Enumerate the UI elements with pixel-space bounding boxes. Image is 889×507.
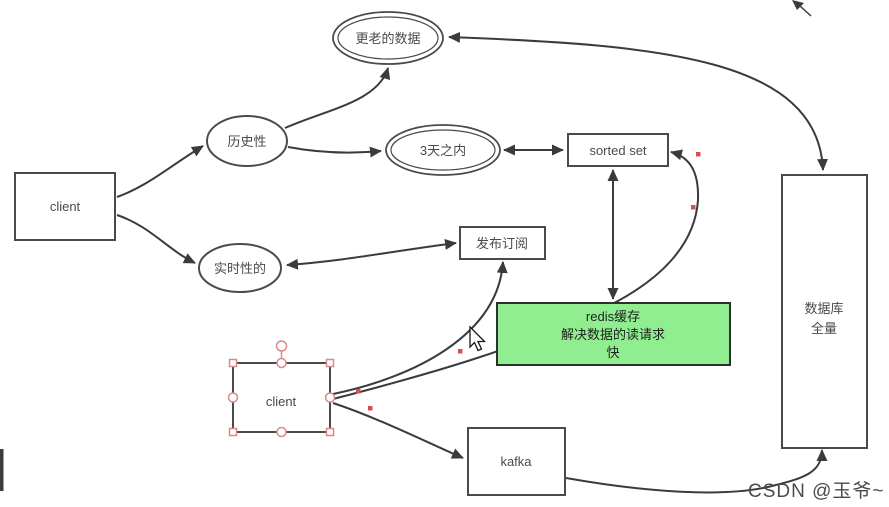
resize-handle-top-left[interactable] — [228, 358, 238, 368]
realtime-label: 实时性的 — [214, 261, 266, 276]
client-top-shape[interactable] — [14, 172, 116, 241]
edge-historical-to-older-data[interactable] — [284, 67, 391, 129]
older-data-shape[interactable] — [332, 11, 444, 65]
database-label-line1: 数据库 — [804, 301, 843, 316]
watermark-text: CSDN @玉爷~ — [748, 480, 885, 502]
resize-handle-bottom-center[interactable] — [276, 426, 287, 438]
pubsub-label: 发布订阅 — [476, 236, 528, 251]
within-3-days-shape[interactable] — [385, 124, 501, 176]
clipped-arrow-fragment — [792, 0, 812, 17]
redis-note-line3: 快 — [606, 345, 619, 360]
edge-realtime-pubsub-bidirectional[interactable] — [286, 238, 457, 270]
waypoint-dot[interactable] — [368, 406, 373, 411]
edge-historical-to-within3days[interactable] — [287, 146, 382, 158]
edge-client2-to-kafka[interactable] — [332, 402, 464, 459]
database-label-line2: 全量 — [811, 321, 837, 336]
resize-handle-top-right[interactable] — [325, 358, 335, 368]
node-older-data[interactable]: 更老的数据 — [332, 11, 444, 65]
resize-handle-bottom-right[interactable] — [325, 427, 335, 437]
within-3-days-inner-ring — [390, 129, 496, 171]
selection-handles — [227, 340, 336, 438]
kafka-label: kafka — [500, 454, 532, 469]
edge-client-to-realtime[interactable] — [116, 214, 196, 264]
edge-client2-to-pubsub[interactable] — [332, 261, 508, 395]
waypoint-dot[interactable] — [696, 152, 701, 157]
kafka-shape[interactable] — [467, 427, 566, 496]
node-client-top[interactable]: client — [14, 172, 116, 241]
historical-label: 历史性 — [227, 134, 266, 149]
sorted-set-shape[interactable] — [567, 133, 669, 167]
edge-olderdata-database-bidirectional[interactable] — [448, 31, 828, 171]
historical-shape[interactable] — [206, 115, 288, 167]
rotation-handle[interactable] — [275, 340, 288, 352]
node-redis-note[interactable]: redis缓存 解决数据的读请求 快 — [496, 302, 731, 366]
resize-handle-middle-left[interactable] — [227, 392, 239, 403]
realtime-shape[interactable] — [198, 243, 282, 293]
resize-handle-middle-right[interactable] — [324, 392, 336, 403]
node-kafka[interactable]: kafka — [467, 427, 566, 496]
node-sorted-set[interactable]: sorted set — [567, 133, 669, 167]
node-historical[interactable]: 历史性 — [206, 115, 288, 167]
client-selected-label: client — [266, 394, 297, 409]
database-shape[interactable] — [781, 174, 868, 449]
waypoint-dot[interactable] — [691, 205, 696, 210]
edge-client-to-historical[interactable] — [116, 145, 204, 198]
older-data-inner-ring — [337, 16, 439, 60]
redis-note-line2: 解决数据的读请求 — [561, 327, 665, 342]
edge-client2-to-sortedset[interactable] — [332, 149, 700, 400]
node-realtime[interactable]: 实时性的 — [198, 243, 282, 293]
pubsub-shape[interactable] — [459, 226, 546, 260]
node-pubsub[interactable]: 发布订阅 — [459, 226, 546, 260]
screen-edge-sliver — [0, 449, 4, 491]
redis-note-line1: redis缓存 — [586, 309, 640, 324]
node-database[interactable]: 数据库 全量 — [781, 174, 868, 449]
resize-handle-bottom-left[interactable] — [228, 427, 238, 437]
waypoint-dot[interactable] — [458, 349, 463, 354]
waypoint-dot[interactable] — [356, 389, 361, 394]
mouse-cursor — [469, 325, 487, 352]
within-3-days-label: 3天之内 — [420, 143, 466, 158]
connector-waypoints — [356, 152, 701, 411]
sorted-set-label: sorted set — [589, 143, 646, 158]
node-client-selected[interactable]: client — [232, 362, 331, 433]
client-top-label: client — [50, 199, 81, 214]
redis-note-shape[interactable] — [496, 302, 731, 366]
older-data-label: 更老的数据 — [355, 31, 420, 46]
resize-handle-top-center[interactable] — [276, 357, 287, 369]
node-within-3-days[interactable]: 3天之内 — [385, 124, 501, 176]
edge-kafka-to-database[interactable] — [565, 449, 828, 494]
